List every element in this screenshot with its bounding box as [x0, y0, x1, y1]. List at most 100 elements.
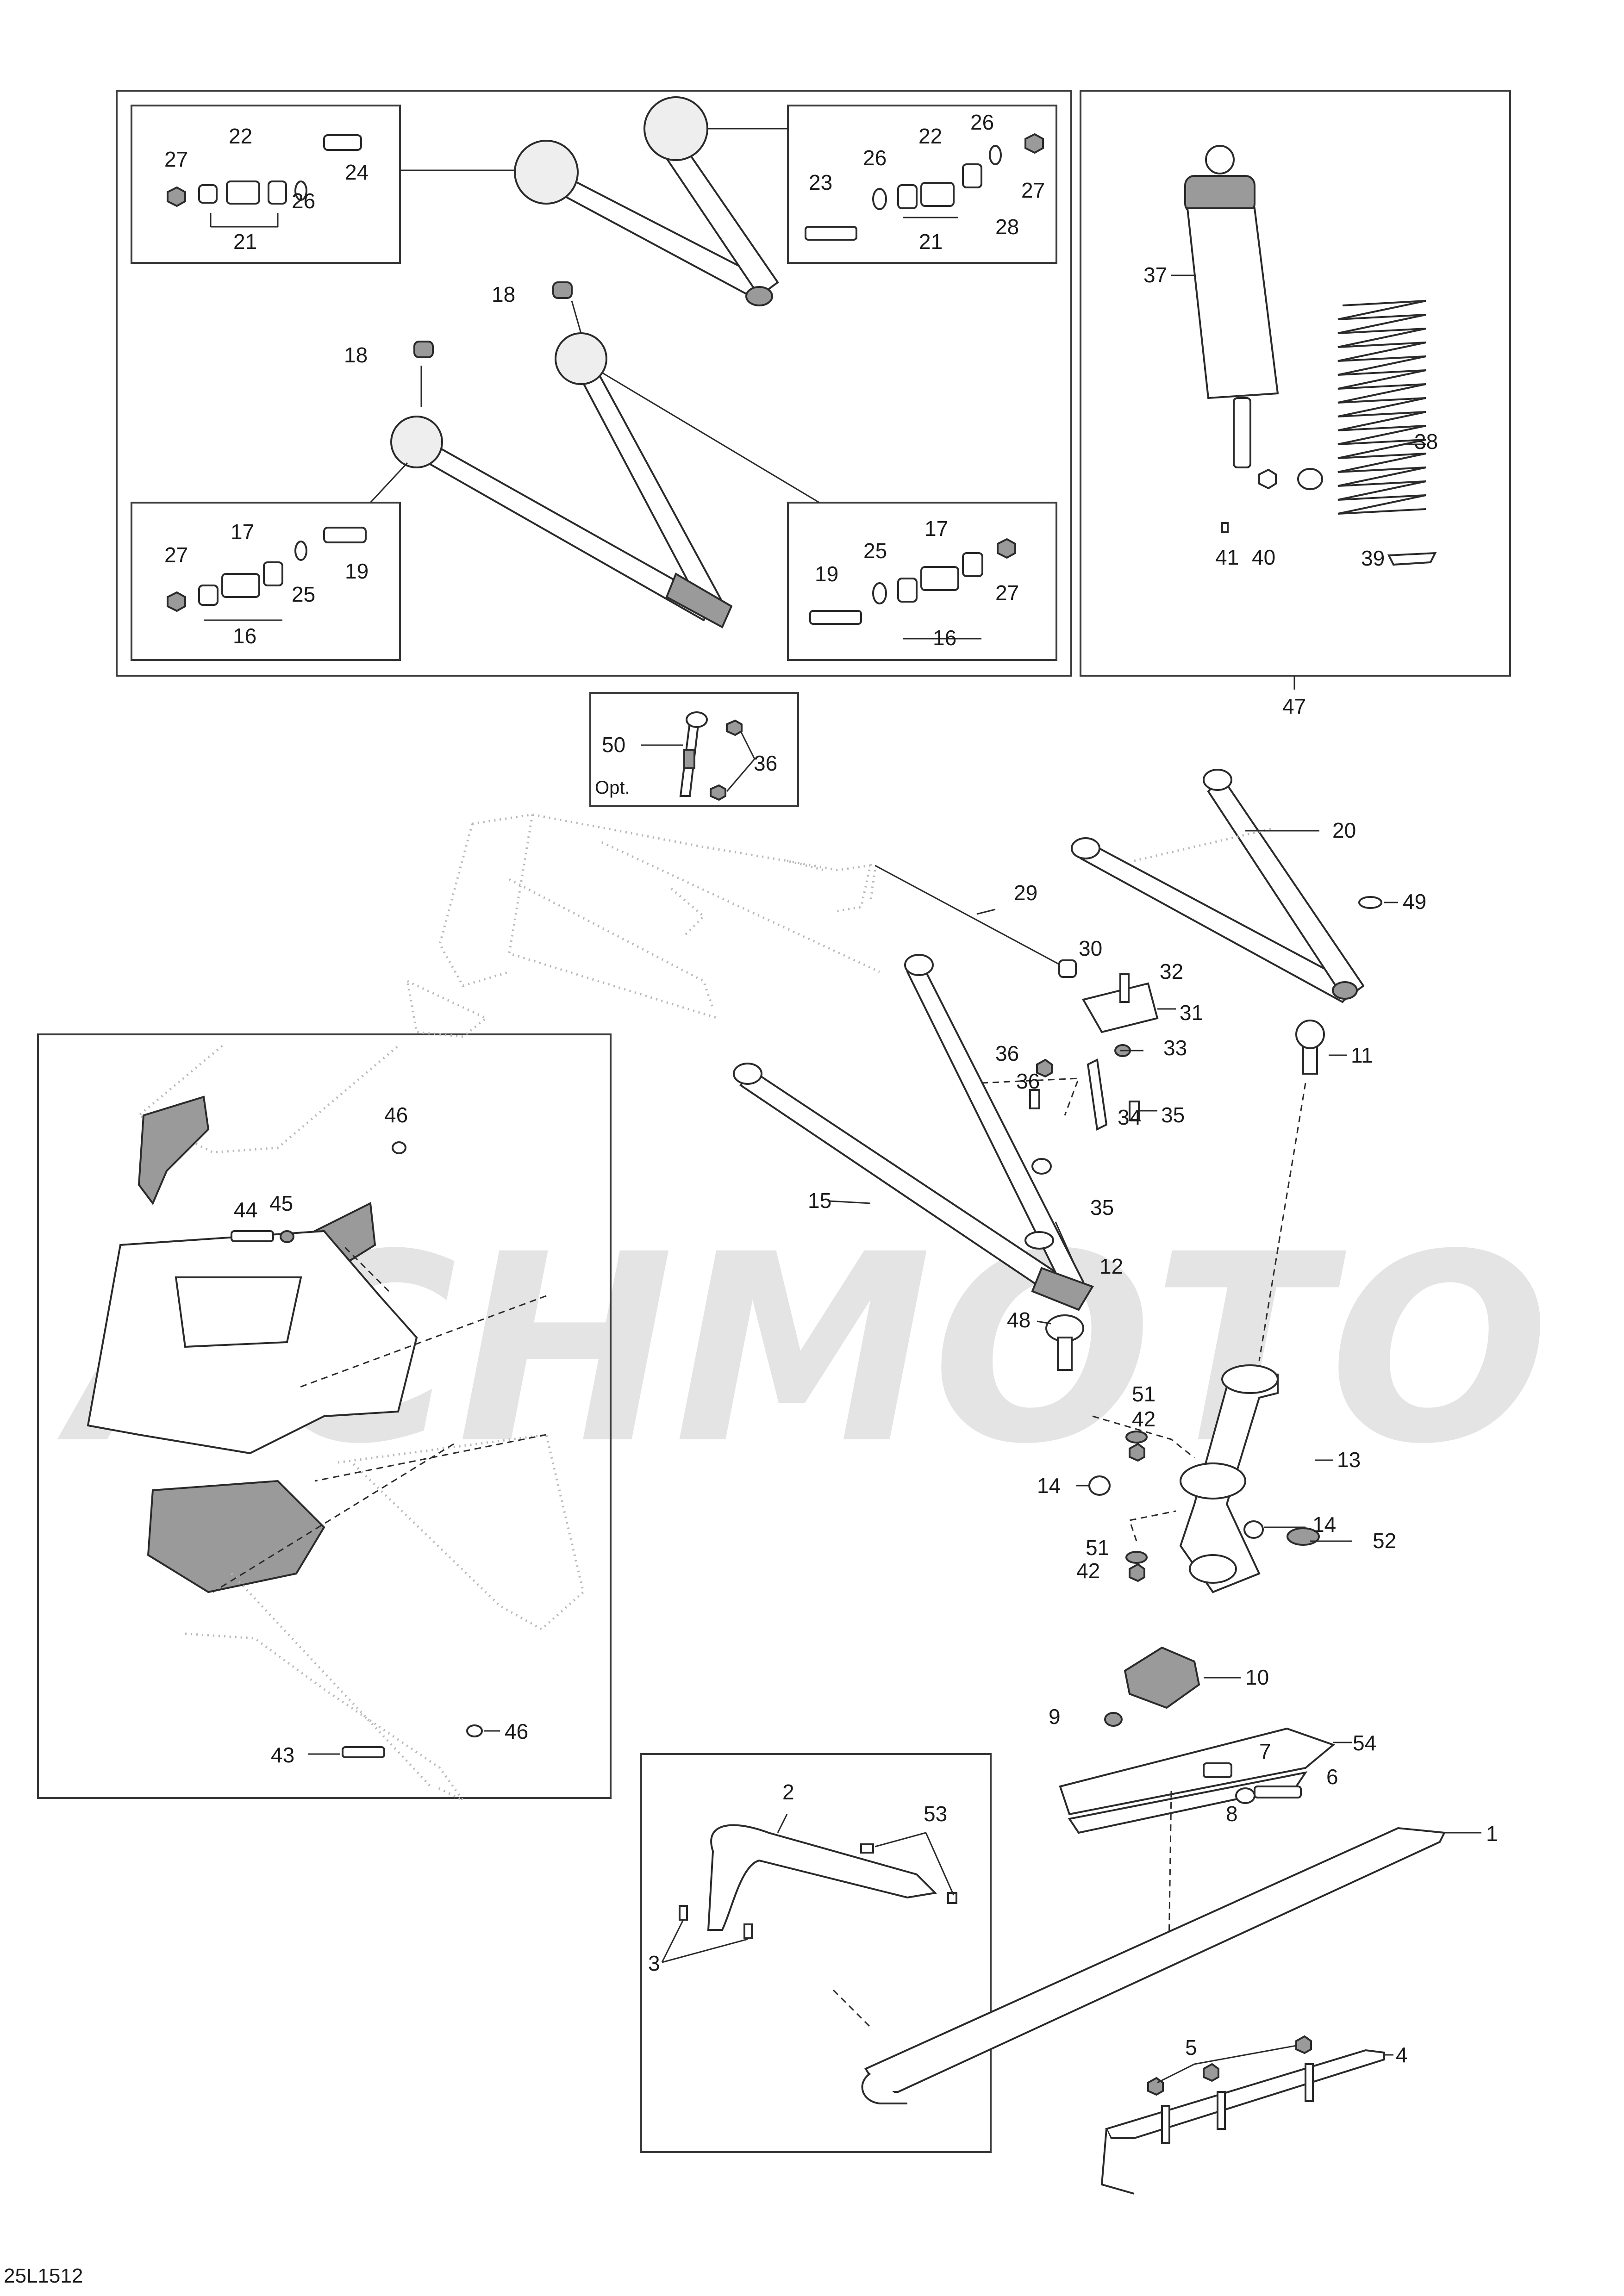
pitman-arm-31 [1081, 973, 1176, 1057]
callout-51a: 51 [1132, 1382, 1156, 1406]
detail-hardware-upper-right [805, 133, 1044, 241]
sway-bar-rod [874, 865, 1077, 978]
callout-22b: 22 [918, 124, 942, 148]
sway-bar-link-drawing [641, 711, 756, 801]
callout-36a: 36 [754, 751, 777, 775]
callout-31: 31 [1180, 1001, 1203, 1025]
callout-4: 4 [1396, 2043, 1408, 2067]
callout-44: 44 [234, 1198, 257, 1222]
callout-16a: 16 [233, 624, 256, 648]
ski-handle-box [640, 1753, 992, 2153]
callout-29: 29 [1014, 881, 1037, 905]
chassis-detail-drawing [87, 1045, 585, 1802]
callout-14b: 14 [1312, 1512, 1336, 1537]
ski-saddle-54 [1059, 1712, 1352, 1949]
callout-18b: 18 [344, 343, 368, 367]
callout-50: 50 [602, 733, 625, 757]
callout-5: 5 [1185, 2035, 1197, 2060]
callout-21a: 21 [233, 230, 257, 254]
callout-52: 52 [1373, 1529, 1396, 1553]
callout-26c: 26 [970, 110, 994, 134]
callout-9: 9 [1049, 1705, 1061, 1729]
callout-39: 39 [1361, 546, 1385, 570]
callout-27d: 27 [995, 581, 1019, 605]
callout-35b: 35 [1090, 1195, 1114, 1220]
detail-box-lower-right [787, 502, 1057, 661]
callout-19a: 19 [345, 559, 369, 583]
lower-a-arm-drawing [369, 300, 820, 628]
ball-joint-11 [1295, 1020, 1347, 1075]
callout-49: 49 [1403, 890, 1426, 914]
ball-joint-48 [1037, 1314, 1084, 1371]
callout-43: 43 [271, 1743, 294, 1767]
callout-22a: 22 [229, 124, 252, 148]
callout-45: 45 [269, 1191, 293, 1215]
callout-2: 2 [782, 1780, 794, 1804]
callout-6: 6 [1326, 1765, 1338, 1789]
callout-46a: 46 [384, 1103, 408, 1127]
callout-47: 47 [1282, 694, 1306, 718]
upper-a-arm-drawing [400, 96, 788, 306]
callout-8: 8 [1226, 1802, 1238, 1826]
callout-25b: 25 [863, 539, 887, 563]
callout-14a: 14 [1037, 1474, 1061, 1498]
callout-53: 53 [924, 1802, 947, 1826]
bushing-parts-18 [413, 281, 573, 358]
callout-10: 10 [1245, 1665, 1269, 1689]
callout-42b: 42 [1076, 1559, 1100, 1583]
callout-30: 30 [1079, 936, 1102, 960]
callout-20: 20 [1332, 818, 1356, 842]
lower-a-arm-right [733, 954, 1094, 1311]
callout-37: 37 [1143, 263, 1167, 287]
spindle-13 [1076, 1083, 1352, 1593]
callout-35a: 35 [1161, 1103, 1185, 1127]
callout-34: 34 [1118, 1105, 1141, 1129]
callout-labels: 1 2 3 4 5 6 7 8 9 10 11 12 13 14 14 15 1… [164, 110, 1498, 2067]
callout-24: 24 [345, 160, 369, 184]
callout-27c: 27 [164, 543, 188, 567]
detail-hardware-upper-left [167, 134, 362, 228]
callout-32: 32 [1160, 959, 1183, 983]
upper-a-arm-frame [116, 90, 1072, 677]
callout-17b: 17 [924, 516, 948, 541]
ski-protector-10 [1124, 1646, 1241, 1709]
detail-box-lower-left [131, 502, 401, 661]
shock-frame [1080, 90, 1511, 677]
callout-12: 12 [1099, 1254, 1123, 1278]
callout-26a: 26 [292, 189, 315, 213]
callout-42a: 42 [1132, 1407, 1156, 1431]
callout-26b: 26 [863, 146, 887, 170]
ski-handle-drawing [661, 1814, 957, 1963]
callout-36c: 36 [1016, 1069, 1040, 1093]
callout-11: 11 [1351, 1043, 1373, 1067]
callout-51b: 51 [1086, 1536, 1109, 1560]
upper-a-arm-right [1071, 769, 1398, 1003]
callout-19b: 19 [815, 562, 838, 586]
detail-hardware-lower-right [809, 538, 1016, 640]
callout-13: 13 [1337, 1448, 1361, 1472]
shock-drawing [1171, 145, 1323, 533]
callout-23: 23 [809, 170, 832, 194]
steering-link-34 [1029, 1050, 1157, 1131]
callout-16b: 16 [933, 626, 956, 650]
callout-38: 38 [1414, 429, 1438, 454]
callout-18a: 18 [492, 282, 515, 306]
callout-21b: 21 [919, 230, 943, 254]
callout-40: 40 [1252, 545, 1275, 569]
detail-box-upper-right [787, 105, 1057, 264]
detail-box-upper-left [131, 105, 401, 264]
callout-46b: 46 [505, 1719, 528, 1743]
chassis-detail-frame [37, 1033, 612, 1799]
callout-28: 28 [995, 215, 1019, 239]
callout-25a: 25 [292, 582, 315, 606]
ski-drawing [832, 1827, 1481, 2195]
spring-drawing [1293, 300, 1437, 690]
ghost-frame [406, 813, 881, 1038]
callout-54: 54 [1353, 1731, 1376, 1755]
option-label: Opt. [595, 778, 630, 798]
sway-bar-option-box [589, 692, 799, 807]
callout-7: 7 [1259, 1739, 1271, 1763]
callout-33: 33 [1163, 1036, 1187, 1060]
callout-3: 3 [648, 1951, 660, 1975]
callout-17a: 17 [231, 520, 254, 544]
